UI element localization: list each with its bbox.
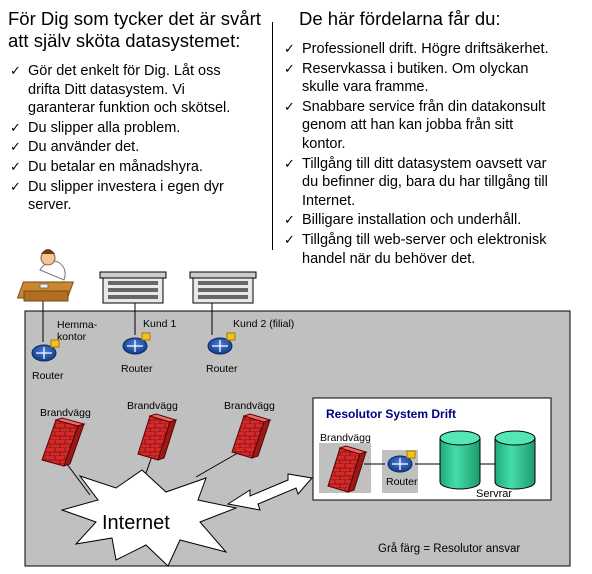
right-column: De här fördelarna får du: ✓ Professionell…: [282, 8, 582, 269]
checkmark-icon: ✓: [284, 231, 295, 247]
internet-label: Internet: [102, 512, 170, 534]
column-divider: [272, 22, 273, 250]
router-icon: [207, 332, 236, 355]
benefit-item: ✓ Du slipper investera i egen dyr server.: [8, 178, 270, 215]
checkmark-icon: ✓: [284, 212, 295, 228]
left-benefit-list: ✓ Gör det enkelt för Dig. Låt oss drifta D…: [8, 62, 270, 215]
double-arrow-icon: [226, 473, 313, 511]
firewall-icon: [137, 413, 178, 461]
benefit-item: ✓ Billigare installation och underhåll.: [282, 211, 582, 230]
checkmark-icon: ✓: [10, 139, 21, 155]
benefit-item: ✓ Gör det enkelt för Dig. Låt oss drifta D…: [8, 62, 270, 118]
benefit-line: du befinner dig, bara du har tillgång ti…: [302, 174, 548, 191]
firewall-icon: [41, 417, 86, 467]
checkmark-icon: ✓: [10, 178, 21, 194]
checkmark-icon: ✓: [284, 155, 295, 171]
right-heading: De här fördelarna får du:: [299, 8, 501, 29]
benefit-item: ✓ Tillgång till web-server och elektronis…: [282, 231, 582, 268]
checkmark-icon: ✓: [284, 41, 295, 56]
benefit-item: ✓ Snabbare service från din datakonsult ge…: [282, 98, 582, 154]
benefit-line: genom att han kan jobba från sitt: [302, 117, 514, 134]
firewall-label-hemma: Brandvägg: [40, 407, 91, 419]
router-label-hemma: Router: [32, 370, 64, 382]
benefit-line: drifta Ditt datasystem. Vi: [28, 81, 185, 98]
site-label-kund2: Kund 2 (filial): [233, 318, 294, 330]
firewall-icon: [327, 445, 368, 493]
benefit-line: Du använder det.: [28, 139, 140, 156]
server-cylinder-icon: [494, 430, 536, 490]
benefit-line: Reservkassa i butiken. Om olyckan: [302, 60, 529, 77]
router-label-resolutor: Router: [386, 476, 418, 488]
benefit-line: server.: [28, 197, 72, 214]
firewall-label-kund1: Brandvägg: [127, 400, 178, 412]
right-benefit-list: ✓ Professionell drift. Högre driftsäkerhe…: [282, 40, 582, 268]
server-cylinder-icon: [439, 430, 481, 490]
left-heading: För Dig som tycker det är svårt att själ…: [8, 8, 270, 52]
benefit-line: Internet.: [302, 192, 356, 209]
benefit-item: ✓ Tillgång till ditt datasystem oavsett v…: [282, 155, 582, 211]
benefit-line: Gör det enkelt för Dig. Låt oss: [28, 63, 221, 79]
benefit-line: Du slipper investera i egen dyr: [28, 178, 224, 195]
benefit-item: ✓ Du slipper alla problem.: [8, 119, 270, 138]
benefit-line: Snabbare service från din datakonsult: [302, 98, 546, 115]
resolutor-title: Resolutor System Drift: [326, 407, 456, 421]
building-kund2-icon: [189, 271, 257, 304]
router-icon: [31, 339, 60, 362]
benefit-item: ✓ Professionell drift. Högre driftsäkerhe…: [282, 40, 582, 59]
benefit-line: Tillgång till web-server och elektronisk: [302, 231, 547, 248]
benefit-line: Professionell drift. Högre driftsäkerhet…: [302, 41, 549, 57]
left-column: För Dig som tycker det är svårt att själ…: [8, 8, 270, 216]
firewall-label-kund2: Brandvägg: [224, 400, 275, 412]
home-office-person-icon: [16, 249, 75, 302]
benefit-item: ✓ Reservkassa i butiken. Om olyckan skulle…: [282, 60, 582, 97]
checkmark-icon: ✓: [284, 60, 295, 76]
left-heading-line2: att själv sköta datasystemet:: [8, 30, 241, 51]
benefit-item: ✓ Du betalar en månadshyra.: [8, 158, 270, 177]
benefit-line: Billigare installation och underhåll.: [302, 212, 522, 229]
router-icon: [387, 450, 416, 473]
router-label-kund2: Router: [206, 363, 238, 375]
checkmark-icon: ✓: [10, 119, 21, 135]
internet-burst-icon: [60, 469, 238, 567]
site-label-kund1: Kund 1: [143, 318, 176, 330]
firewall-label-resolutor: Brandvägg: [320, 432, 371, 444]
benefit-line: garanterar funktion och skötsel.: [28, 100, 231, 117]
benefit-line: handel när du behöver det.: [302, 250, 476, 267]
legend-text: Grå färg = Resolutor ansvar: [378, 543, 520, 555]
checkmark-icon: ✓: [10, 158, 21, 174]
benefit-line: Du betalar en månadshyra.: [28, 158, 203, 175]
site-label-hemma-line1: Hemma-: [57, 319, 98, 331]
checkmark-icon: ✓: [284, 98, 295, 114]
site-label-hemma-line2: kontor: [57, 331, 87, 343]
firewall-icon: [231, 413, 272, 459]
building-kund1-icon: [99, 271, 167, 304]
router-label-kund1: Router: [121, 363, 153, 375]
left-heading-line1: För Dig som tycker det är svårt: [8, 8, 261, 29]
servers-label: Servrar: [476, 488, 512, 500]
benefit-line: kontor.: [302, 135, 346, 152]
benefit-line: Tillgång till ditt datasystem oavsett va…: [302, 155, 547, 172]
router-icon: [122, 332, 151, 355]
benefit-line: skulle vara framme.: [302, 79, 429, 96]
benefit-line: Du slipper alla problem.: [28, 119, 181, 136]
checkmark-icon: ✓: [10, 63, 21, 78]
benefit-item: ✓ Du använder det.: [8, 138, 270, 157]
